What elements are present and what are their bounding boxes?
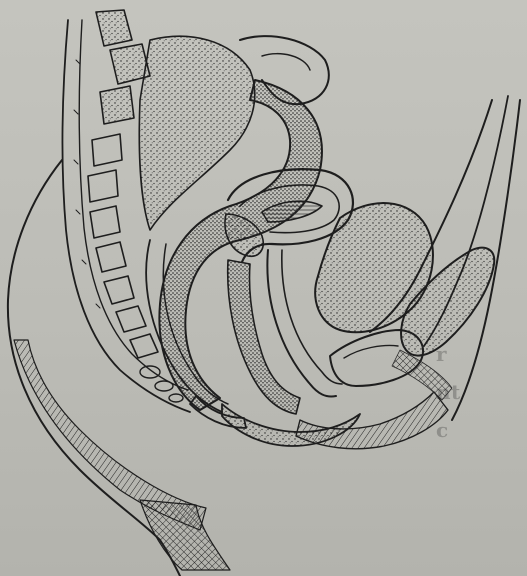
spinal-detail-marks — [74, 60, 100, 308]
urethra-inner — [344, 346, 398, 359]
bowel-loop-inner — [262, 54, 310, 70]
vaginal-wall — [228, 260, 300, 414]
sacrum-mass — [139, 36, 254, 230]
